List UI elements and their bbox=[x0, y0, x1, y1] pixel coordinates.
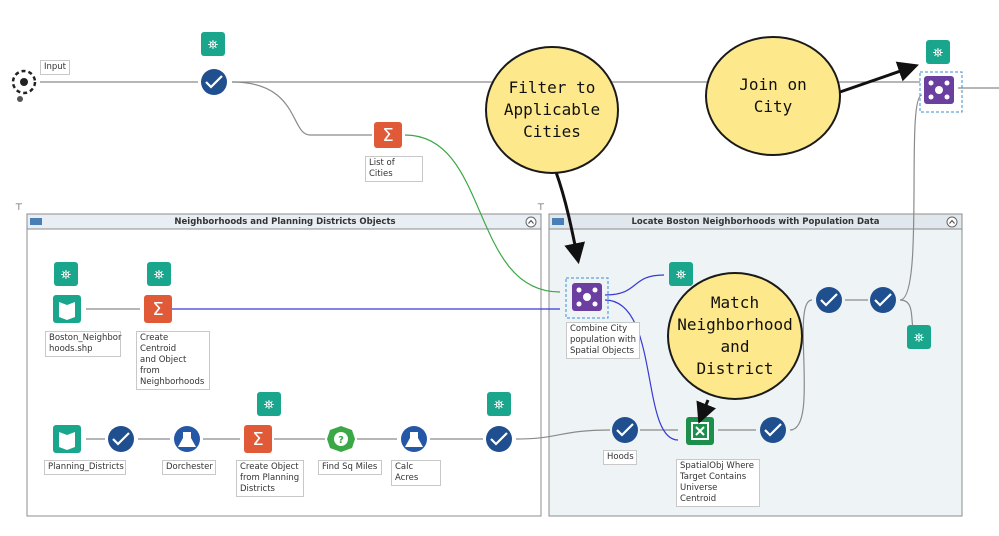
annotation-arrows bbox=[554, 61, 919, 424]
filter-tool-match[interactable] bbox=[760, 417, 786, 443]
filter-tool-planning[interactable] bbox=[108, 426, 134, 452]
container-collapse-icon bbox=[30, 218, 42, 225]
tool-label-input: Input bbox=[40, 60, 70, 75]
tool-label-boston-neighborhoods: Boston_Neighbor hoods.shp bbox=[45, 331, 121, 357]
tool-label-find-sq-miles: Find Sq Miles bbox=[318, 460, 382, 475]
browse-tool-combine[interactable]: ⛯ bbox=[669, 262, 693, 286]
summarize-tool-create-object[interactable]: Σ bbox=[244, 425, 272, 453]
svg-text:⛯: ⛯ bbox=[154, 268, 164, 283]
svg-text:⛯: ⛯ bbox=[264, 398, 274, 413]
join-tool-combine[interactable] bbox=[565, 277, 609, 319]
spatial-match-tool[interactable] bbox=[686, 417, 714, 445]
filter-tool-upper-1[interactable] bbox=[816, 287, 842, 313]
pin-icon: ⊤ bbox=[537, 203, 545, 213]
filter-tool-upper-2[interactable] bbox=[870, 287, 896, 313]
svg-text:Σ: Σ bbox=[382, 125, 393, 146]
svg-text:⛯: ⛯ bbox=[676, 268, 686, 283]
summarize-tool-centroid[interactable]: Σ bbox=[144, 295, 172, 323]
tool-label-hoods: Hoods bbox=[603, 450, 637, 465]
formula-tool-dorchester[interactable] bbox=[174, 426, 200, 452]
browse-tool-top[interactable]: ⛯ bbox=[201, 32, 225, 56]
svg-text:⛯: ⛯ bbox=[208, 38, 218, 53]
browse-tool-centroid[interactable]: ⛯ bbox=[147, 262, 171, 286]
container-toggle-icon bbox=[946, 216, 958, 228]
browse-tool-final[interactable]: ⛯ bbox=[907, 325, 931, 349]
summarize-tool-cities[interactable]: Σ bbox=[374, 122, 402, 148]
svg-text:Σ: Σ bbox=[152, 299, 163, 320]
container-toggle-icon bbox=[525, 216, 537, 228]
annotation-match-bubble: Match Neighborhood and District bbox=[667, 272, 803, 400]
join-tool-right[interactable] bbox=[919, 71, 963, 113]
input-tool[interactable] bbox=[11, 69, 37, 102]
browse-tool-create-object[interactable]: ⛯ bbox=[257, 392, 281, 416]
tool-label-create-object: Create Object from Planning Districts bbox=[236, 460, 304, 497]
tool-label-spatialobj: SpatialObj Where Target Contains Univers… bbox=[676, 459, 760, 507]
filter-tool-hoods[interactable] bbox=[612, 417, 638, 443]
svg-text:⛯: ⛯ bbox=[933, 46, 943, 61]
tool-label-calc-acres: Calc Acres bbox=[391, 460, 441, 486]
filter-tool-top[interactable] bbox=[201, 69, 227, 95]
tool-label-list-of-cities: List of Cities bbox=[365, 156, 423, 182]
input-tool-neighborhoods[interactable] bbox=[53, 295, 81, 323]
pin-icon: ⊤ bbox=[15, 203, 23, 213]
svg-text:?: ? bbox=[338, 435, 344, 446]
container-collapse-icon bbox=[552, 218, 564, 225]
annotation-join-bubble: Join on City bbox=[705, 36, 841, 156]
tool-label-combine-city: Combine City population with Spatial Obj… bbox=[566, 322, 640, 359]
spatial-info-tool-sq-miles[interactable]: ? bbox=[327, 426, 355, 452]
browse-tool-right[interactable]: ⛯ bbox=[926, 40, 950, 64]
annotation-filter-bubble: Filter to Applicable Cities bbox=[485, 46, 619, 174]
filter-tool-acres[interactable] bbox=[486, 426, 512, 452]
container-right-title: Locate Boston Neighborhoods with Populat… bbox=[631, 217, 880, 227]
svg-text:⛯: ⛯ bbox=[494, 398, 504, 413]
formula-tool-acres[interactable] bbox=[401, 426, 427, 452]
browse-tool-acres[interactable]: ⛯ bbox=[487, 392, 511, 416]
input-tool-planning[interactable] bbox=[53, 425, 81, 453]
container-left-title: Neighborhoods and Planning Districts Obj… bbox=[174, 217, 396, 227]
tool-label-planning-districts: Planning_Districts bbox=[44, 460, 126, 475]
tool-label-dorchester: Dorchester bbox=[162, 460, 216, 475]
svg-text:⛯: ⛯ bbox=[914, 331, 924, 346]
svg-text:⛯: ⛯ bbox=[61, 268, 71, 283]
browse-tool-neighborhoods[interactable]: ⛯ bbox=[54, 262, 78, 286]
tool-label-create-centroid: Create Centroid and Object from Neighbor… bbox=[136, 331, 210, 390]
svg-text:Σ: Σ bbox=[252, 429, 263, 450]
